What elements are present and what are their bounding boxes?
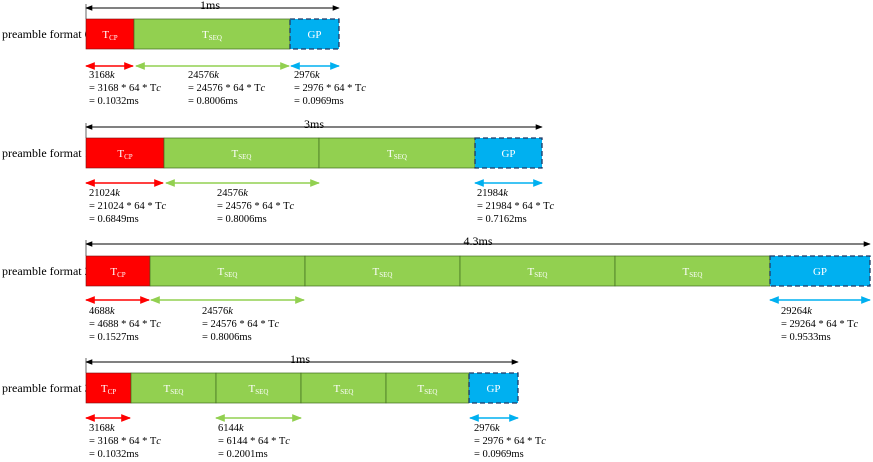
seq-note-samples: 6144k xyxy=(218,423,244,434)
seq-block xyxy=(133,18,291,50)
gp-label: GP xyxy=(501,148,515,160)
gp-note-formula: = 2976 * 64 * Tc xyxy=(474,436,546,447)
gp-note-duration: = 0.7162ms xyxy=(477,214,527,225)
cp-note-duration: = 0.1032ms xyxy=(89,96,139,107)
seq-block xyxy=(304,255,461,287)
seq-note-duration: = 0.8006ms xyxy=(202,332,252,343)
gp-block xyxy=(289,18,340,50)
gp-note-formula: = 2976 * 64 * Tc xyxy=(294,83,366,94)
cp-block xyxy=(85,372,132,404)
gp-note-formula: = 21984 * 64 * Tc xyxy=(477,201,555,212)
seq-label: TSEQ xyxy=(232,148,252,161)
cp-note-duration: = 0.1527ms xyxy=(89,332,139,343)
seq-block xyxy=(130,372,217,404)
cp-label: TCP xyxy=(101,383,116,396)
duration-label: 4.3ms xyxy=(463,234,492,248)
gp-note-samples: 2976k xyxy=(474,423,500,434)
gp-label: GP xyxy=(813,266,827,278)
seq-label: TSEQ xyxy=(249,383,269,396)
format-label: preamble format 3 xyxy=(2,381,91,395)
gp-block xyxy=(468,372,519,404)
gp-note-duration: = 0.9533ms xyxy=(781,332,831,343)
seq-label: TSEQ xyxy=(528,266,548,279)
cp-block xyxy=(85,18,135,50)
seq-block xyxy=(614,255,771,287)
cp-label: TCP xyxy=(117,148,132,161)
cp-note-formula: = 3168 * 64 * Tc xyxy=(89,83,161,94)
seq-label: TSEQ xyxy=(334,383,354,396)
gp-note-samples: 29264k xyxy=(781,306,812,317)
cp-block xyxy=(85,255,151,287)
seq-note-samples: 24576k xyxy=(188,70,219,81)
cp-block xyxy=(85,137,165,169)
cp-note-samples: 3168k xyxy=(89,423,115,434)
seq-note-formula: = 24576 * 64 * Tc xyxy=(188,83,266,94)
gp-note-formula: = 29264 * 64 * Tc xyxy=(781,319,859,330)
cp-note-duration: = 0.6849ms xyxy=(89,214,139,225)
seq-note-samples: 24576k xyxy=(202,306,233,317)
duration-label: 3ms xyxy=(304,117,324,131)
seq-block xyxy=(300,372,387,404)
duration-label: 1ms xyxy=(200,0,220,12)
seq-label: TSEQ xyxy=(683,266,703,279)
seq-label: TSEQ xyxy=(202,29,222,42)
seq-note-formula: = 24576 * 64 * Tc xyxy=(217,201,295,212)
format-label: preamble format 2 xyxy=(2,264,91,278)
seq-note-samples: 24576k xyxy=(217,188,248,199)
duration-label: 1ms xyxy=(290,352,310,366)
cp-label: TCP xyxy=(110,266,125,279)
gp-note-duration: = 0.0969ms xyxy=(474,449,524,460)
seq-note-duration: = 0.2001ms xyxy=(218,449,268,460)
gp-note-samples: 2976k xyxy=(294,70,320,81)
cp-note-formula: = 21024 * 64 * Tc xyxy=(89,201,167,212)
gp-note-samples: 21984k xyxy=(477,188,508,199)
gp-label: GP xyxy=(307,29,321,41)
seq-label: TSEQ xyxy=(373,266,393,279)
seq-label: TSEQ xyxy=(164,383,184,396)
seq-block xyxy=(459,255,616,287)
seq-label: TSEQ xyxy=(418,383,438,396)
cp-note-formula: = 4688 * 64 * Tc xyxy=(89,319,161,330)
seq-note-duration: = 0.8006ms xyxy=(188,96,238,107)
gp-label: GP xyxy=(486,383,500,395)
cp-note-samples: 4688k xyxy=(89,306,115,317)
seq-block xyxy=(163,137,320,169)
cp-note-formula: = 3168 * 64 * Tc xyxy=(89,436,161,447)
cp-note-duration: = 0.1032ms xyxy=(89,449,139,460)
gp-block xyxy=(769,255,871,287)
seq-note-duration: = 0.8006ms xyxy=(217,214,267,225)
seq-note-formula: = 6144 * 64 * Tc xyxy=(218,436,290,447)
gp-block xyxy=(474,137,543,169)
seq-block xyxy=(318,137,476,169)
seq-note-formula: = 24576 * 64 * Tc xyxy=(202,319,280,330)
cp-label: TCP xyxy=(102,29,117,42)
seq-label: TSEQ xyxy=(218,266,238,279)
seq-block xyxy=(215,372,302,404)
cp-note-samples: 3168k xyxy=(89,70,115,81)
seq-block xyxy=(149,255,306,287)
format-label: preamble format 1 xyxy=(2,146,91,160)
cp-note-samples: 21024k xyxy=(89,188,120,199)
gp-note-duration: = 0.0969ms xyxy=(294,96,344,107)
seq-label: TSEQ xyxy=(387,148,407,161)
format-label: preamble format 0 xyxy=(2,27,91,41)
